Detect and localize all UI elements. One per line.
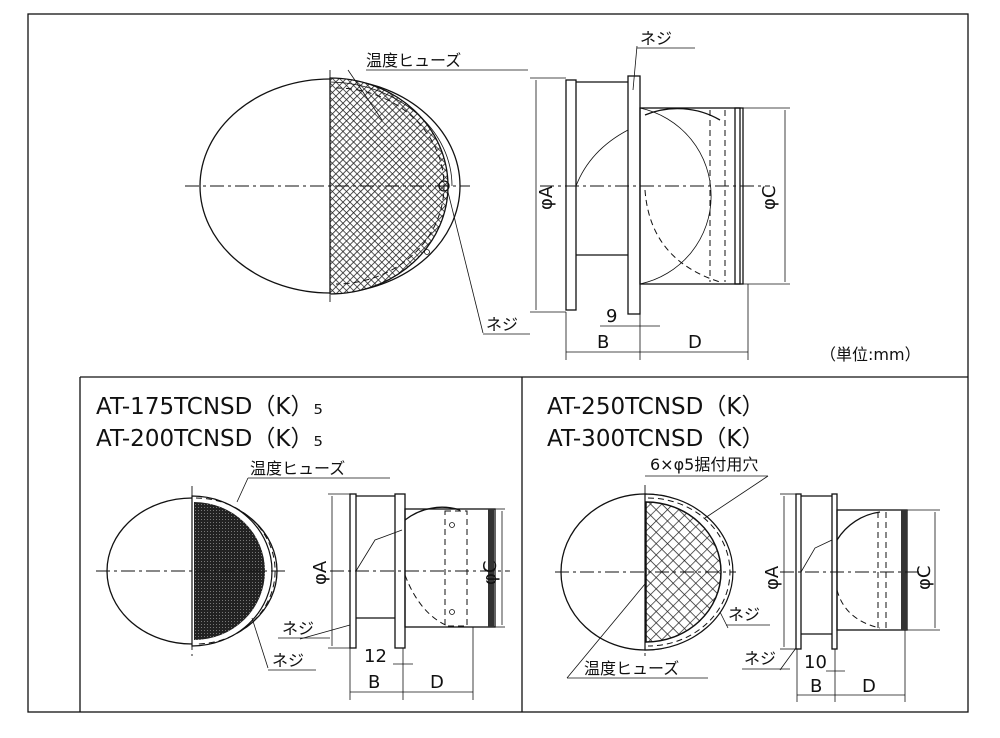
unit-label: （単位:mm） — [820, 345, 921, 364]
right-dim-phi-a: φA — [762, 565, 783, 590]
top-dim-phi-c: φC — [759, 186, 780, 210]
left-dim-d: D — [430, 672, 444, 693]
top-dim-offset: 9 — [606, 306, 617, 327]
top-dim-d: D — [688, 332, 702, 353]
right-dimensions — [780, 493, 940, 702]
top-fuse-label: 温度ヒューズ — [366, 51, 461, 70]
left-screw-2-label: ネジ — [272, 651, 304, 670]
right-dim-phi-c: φC — [914, 566, 935, 590]
top-screw-top-label: ネジ — [640, 29, 672, 48]
left-screw-1-label: ネジ — [282, 619, 314, 638]
right-screw-2-label: ネジ — [744, 649, 776, 668]
outer-frame — [27, 13, 969, 713]
top-front-view — [185, 69, 484, 334]
left-dim-phi-a: φA — [310, 560, 331, 585]
right-dim-offset: 10 — [804, 652, 827, 673]
left-dim-phi-c: φC — [480, 561, 501, 585]
top-dim-phi-a: φA — [536, 185, 557, 210]
left-dimensions — [328, 493, 505, 700]
top-dimensions — [530, 77, 790, 360]
left-front-view — [96, 477, 288, 669]
left-dim-offset: 12 — [364, 646, 387, 667]
right-dim-b: B — [810, 676, 822, 697]
right-front-view — [555, 475, 769, 679]
left-model-1: AT-175TCNSD（K）₅ — [96, 394, 323, 420]
right-model-2: AT-300TCNSD（K） — [547, 426, 764, 452]
right-fuse-label: 温度ヒューズ — [584, 659, 679, 678]
top-screw-bottom-label: ネジ — [486, 315, 518, 334]
right-holes-label: 6×φ5据付用穴 — [650, 455, 758, 474]
top-dim-b: B — [597, 332, 609, 353]
left-fuse-label: 温度ヒューズ — [250, 459, 345, 478]
right-side-view — [779, 493, 920, 671]
left-model-2: AT-200TCNSD（K）₅ — [96, 426, 323, 452]
right-dim-d: D — [862, 676, 876, 697]
frames — [27, 13, 969, 713]
right-model-1: AT-250TCNSD（K） — [547, 394, 764, 420]
top-side-view — [540, 45, 770, 315]
left-side-view — [299, 493, 510, 649]
right-screw-1-label: ネジ — [728, 605, 760, 624]
left-dim-b: B — [368, 672, 380, 693]
